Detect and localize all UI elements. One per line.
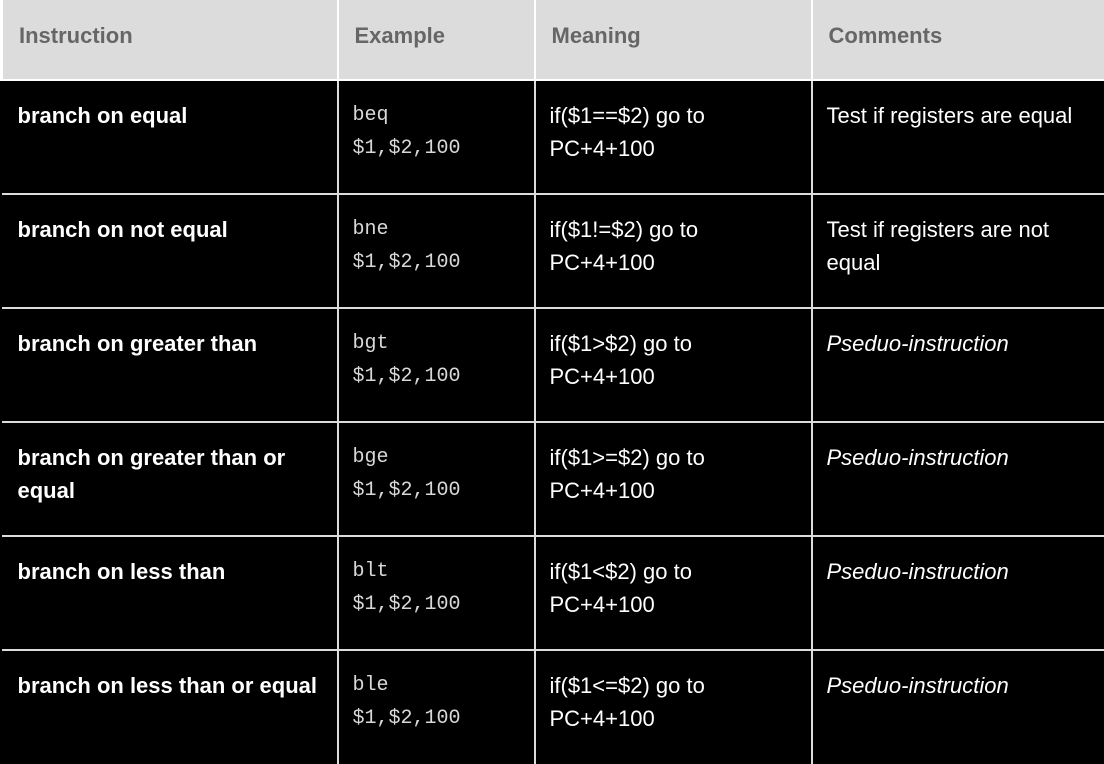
table-row: branch on less than or equal ble $1,$2,1… [1,649,1104,764]
example-opcode: blt [352,560,389,583]
example-opcode: bgt [352,332,389,355]
meaning-cell: if($1>$2) go to PC+4+100 [533,307,813,423]
table-row: branch on greater than or equal bge $1,$… [1,421,1104,537]
table-header: Instruction Example Meaning Comments [0,0,1104,81]
meaning-cell: if($1==$2) go to PC+4+100 [533,79,813,195]
example-cell: beq $1,$2,100 [336,79,536,195]
instruction-cell: branch on greater than [1,307,339,423]
instruction-cell: branch on not equal [1,193,339,309]
example-operands: $1,$2,100 [352,137,461,160]
table-row: branch on not equal bne $1,$2,100 if($1!… [1,193,1104,309]
example-opcode: beq [352,104,389,127]
example-operands: $1,$2,100 [352,479,461,502]
comment-cell: Test if registers are equal [810,79,1104,195]
comment-cell: Pseduo-instruction [810,307,1104,423]
header-row: Instruction Example Meaning Comments [0,0,1104,81]
header-example: Example [336,0,536,81]
instruction-cell: branch on greater than or equal [1,421,339,537]
instruction-cell: branch on less than or equal [1,649,339,764]
table-row: branch on greater than bgt $1,$2,100 if(… [1,307,1104,423]
meaning-cell: if($1<$2) go to PC+4+100 [533,535,813,651]
meaning-target: PC+4+100 [549,706,655,731]
meaning-condition: if($1>$2) go to [549,331,692,356]
table-row: branch on less than blt $1,$2,100 if($1<… [1,535,1104,651]
example-cell: bgt $1,$2,100 [336,307,536,423]
example-operands: $1,$2,100 [352,593,461,616]
meaning-condition: if($1<=$2) go to [549,673,705,698]
meaning-cell: if($1>=$2) go to PC+4+100 [533,421,813,537]
header-instruction: Instruction [0,0,339,81]
meaning-target: PC+4+100 [549,250,655,275]
meaning-target: PC+4+100 [549,478,655,503]
meaning-cell: if($1!=$2) go to PC+4+100 [533,193,813,309]
table-row: branch on equal beq $1,$2,100 if($1==$2)… [1,79,1104,195]
meaning-cell: if($1<=$2) go to PC+4+100 [533,649,813,764]
comment-cell: Pseduo-instruction [810,535,1104,651]
example-operands: $1,$2,100 [352,707,461,730]
example-operands: $1,$2,100 [352,365,461,388]
meaning-target: PC+4+100 [549,364,655,389]
example-opcode: bne [352,218,389,241]
meaning-target: PC+4+100 [549,592,655,617]
meaning-condition: if($1<$2) go to [549,559,692,584]
example-opcode: bge [352,446,389,469]
comment-cell: Pseduo-instruction [810,421,1104,537]
instruction-cell: branch on less than [1,535,339,651]
example-cell: bge $1,$2,100 [336,421,536,537]
meaning-condition: if($1>=$2) go to [549,445,705,470]
header-comments: Comments [810,0,1104,81]
instruction-cell: branch on equal [1,79,339,195]
table-body: branch on equal beq $1,$2,100 if($1==$2)… [1,79,1104,764]
header-meaning: Meaning [533,0,813,81]
meaning-condition: if($1!=$2) go to [549,217,699,242]
meaning-condition: if($1==$2) go to [549,103,705,128]
meaning-target: PC+4+100 [549,136,655,161]
example-cell: bne $1,$2,100 [336,193,536,309]
example-cell: blt $1,$2,100 [336,535,536,651]
example-cell: ble $1,$2,100 [336,649,536,764]
example-opcode: ble [352,674,389,697]
example-operands: $1,$2,100 [352,251,461,274]
comment-cell: Test if registers are not equal [810,193,1104,309]
comment-cell: Pseduo-instruction [810,649,1104,764]
